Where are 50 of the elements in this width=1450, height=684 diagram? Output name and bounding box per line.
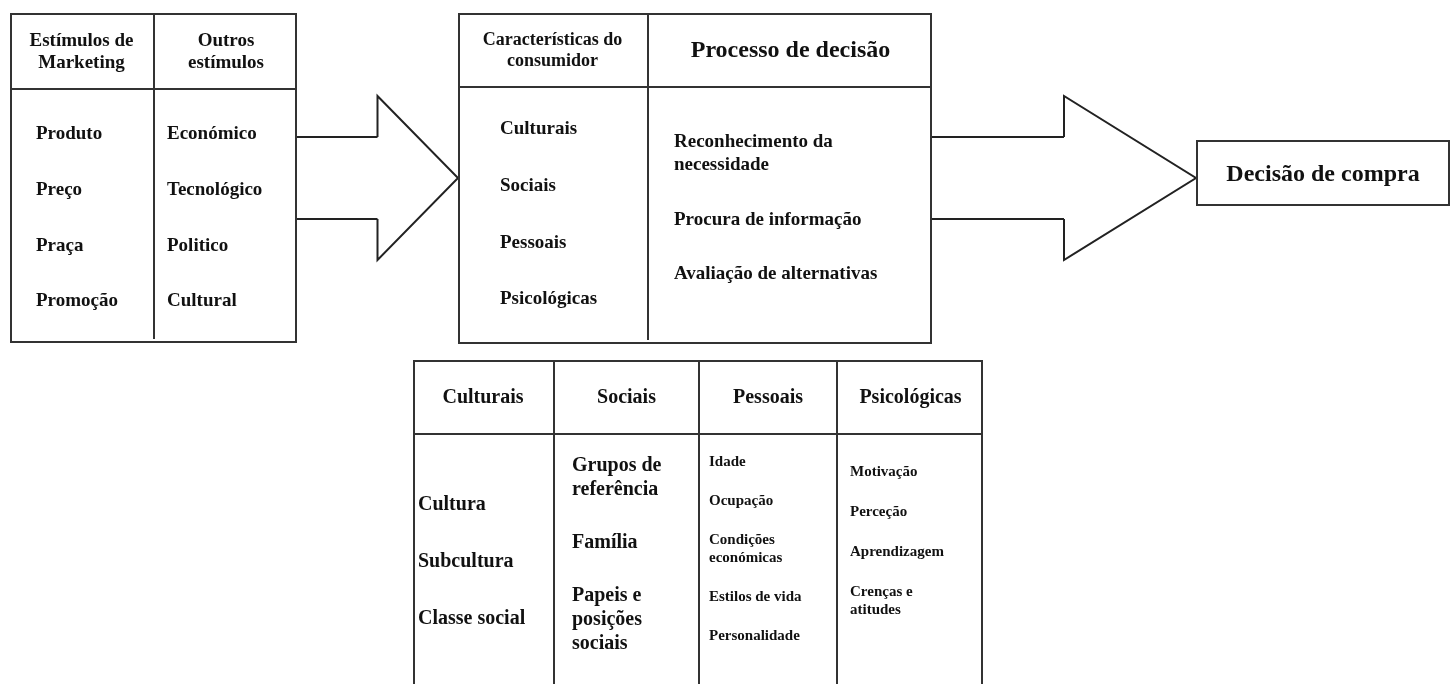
table-column — [555, 360, 700, 684]
list-item: Papeis e posições sociais — [572, 582, 643, 654]
list-item: Grupos de referência — [572, 452, 663, 500]
list-item: Cultura — [418, 491, 487, 515]
block-arrow — [296, 95, 459, 261]
list-item: Económico — [167, 122, 258, 145]
box-label: Decisão de compra — [1226, 159, 1420, 187]
table-column — [413, 360, 555, 684]
list-item: Psicológicas — [500, 287, 599, 311]
list-item: Avaliação de alternativas — [674, 262, 879, 286]
list-item: Pessoais — [500, 230, 568, 254]
list-item: Estilos de vida — [709, 587, 803, 605]
column-header: Características do consumidor — [481, 28, 624, 71]
list-item: Perceção — [850, 502, 909, 520]
table-column — [458, 13, 649, 340]
column-header: Processo de decisão — [690, 35, 891, 64]
list-item: Culturais — [500, 117, 579, 140]
table-column — [10, 13, 155, 339]
column-header: Culturais — [442, 385, 524, 408]
list-item: Procura de informação — [674, 207, 863, 231]
list-item: Subcultura — [418, 548, 515, 572]
list-item: Idade — [709, 452, 747, 470]
column-header: Psicológicas — [859, 385, 962, 408]
list-item: Aprendizagem — [850, 542, 943, 560]
list-item: Cultural — [167, 289, 238, 313]
column-header: Sociais — [597, 385, 656, 408]
list-item: Classe social — [418, 605, 527, 629]
column-header: Pessoais — [733, 385, 803, 408]
table-frame — [458, 13, 932, 344]
list-item: Família — [572, 529, 639, 553]
list-item: Produto — [36, 122, 104, 145]
list-item: Praça — [36, 233, 85, 257]
table-frame — [10, 13, 297, 343]
list-item: Personalidade — [709, 626, 801, 644]
list-item: Sociais — [500, 173, 557, 197]
list-item: Condições económicas — [709, 530, 784, 566]
list-item: Reconhecimento da necessidade — [674, 130, 834, 176]
list-item: Ocupação — [709, 491, 775, 509]
list-item: Crenças e atitudes — [850, 582, 914, 618]
list-item: Promoção — [36, 289, 119, 313]
column-header: Estímulos de Marketing — [28, 28, 135, 73]
list-item: Tecnológico — [167, 177, 264, 201]
block-arrow — [931, 95, 1197, 261]
column-header: Outros estímulos — [187, 28, 265, 73]
result-box — [1196, 140, 1450, 206]
list-item: Motivação — [850, 462, 919, 480]
table-column — [700, 360, 838, 684]
list-item: Preço — [36, 177, 84, 201]
table-frame — [413, 360, 983, 684]
list-item: Politico — [167, 233, 230, 257]
